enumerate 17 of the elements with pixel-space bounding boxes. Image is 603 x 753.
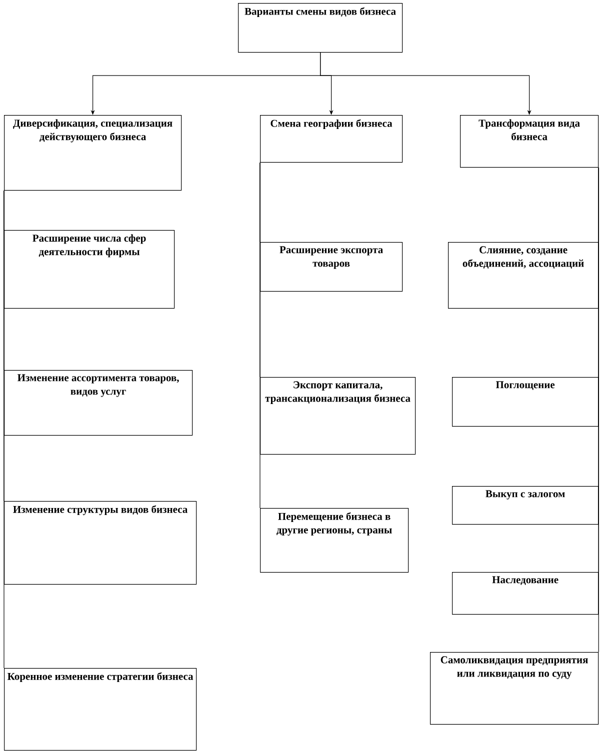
connector-line (598, 167, 599, 652)
process-box: Диверсификация, специализация действующего бизнеса (4, 115, 182, 191)
process-box: Слияние, создание объединений, ассоциаций (448, 242, 599, 309)
process-box: Трансформация вида бизнеса (460, 115, 599, 168)
process-box: Перемещение бизнеса в другие регионы, страны (260, 508, 409, 573)
process-box: Наследование (452, 572, 599, 615)
process-box: Поглощение (452, 377, 599, 427)
process-box: Экспорт капитала, трансакционализация бизнеса (260, 377, 416, 455)
process-box: Расширение экспорта товаров (260, 242, 403, 292)
process-box: Изменение ассортимента товаров, видов услуг (4, 370, 193, 436)
process-box: Варианты смены видов бизнеса (238, 3, 403, 53)
process-box: Смена географии бизнеса (260, 115, 403, 163)
process-box: Выкуп с залогом (452, 486, 599, 525)
process-box: Коренное изменение стратегии бизнеса (4, 668, 197, 751)
process-box: Самоликвидация предприятия или ликвидация по суду (430, 652, 599, 725)
process-box: Изменение структуры видов бизнеса (4, 501, 197, 585)
process-box: Расширение числа сфер деятельности фирмы (4, 230, 175, 309)
